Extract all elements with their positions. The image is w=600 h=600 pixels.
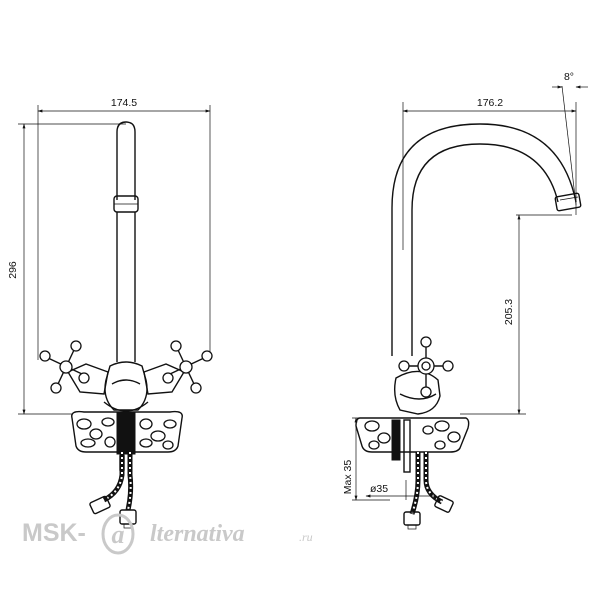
watermark-suffix: .ru [299,530,313,544]
side-body-handle [393,336,454,415]
front-body [103,361,149,412]
front-view: 174.5 296 [7,97,213,529]
side-hole-diameter-label: ø35 [370,483,388,495]
front-hoses [89,452,137,529]
side-hole-diameter-dimension: ø35 [365,480,436,500]
watermark-logo: MSK- a lternativa .ru [22,513,313,555]
side-angle-dimension: 8° [552,71,588,206]
side-spout-height-dimension: 205.3 [460,214,572,415]
side-max-thickness-label: Max 35 [342,460,354,495]
side-gooseneck-spout [391,123,582,356]
side-view: 176.2 8° 205.3 [342,71,588,530]
side-angle-label: 8° [564,71,574,83]
side-reach-dimension: 176.2 [402,97,577,250]
watermark-brand: MSK- [22,519,86,547]
front-height-label: 296 [7,261,19,279]
front-width-dimension: 174.5 [37,97,211,360]
front-decorative-base [71,410,183,455]
side-max-thickness-dimension: Max 35 [342,417,390,501]
front-spout [113,121,139,362]
front-left-handle [39,340,109,395]
side-reach-label: 176.2 [477,97,503,109]
watermark-logo-letter: a [112,520,125,549]
side-spout-height-label: 205.3 [503,299,515,325]
side-decorative-base [355,417,470,473]
watermark-script: lternativa [150,521,245,547]
side-hoses [403,452,454,530]
front-right-handle [143,340,213,395]
front-width-label: 174.5 [111,97,137,109]
front-height-dimension: 296 [7,123,126,415]
